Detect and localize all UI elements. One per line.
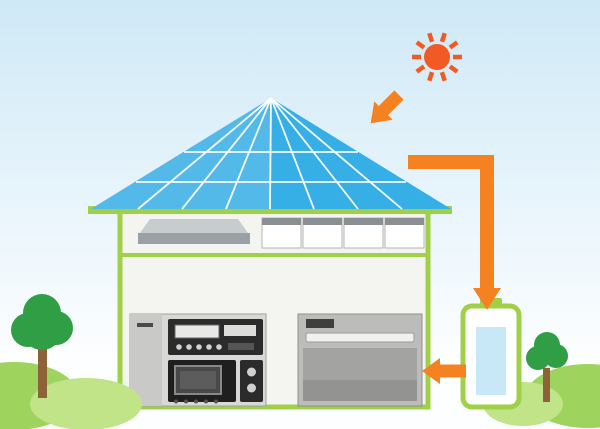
control-display-small: [224, 325, 256, 336]
arrow-battery-to-appliances: [422, 358, 466, 384]
cabinet-panel-top: [262, 218, 301, 225]
cabinet-panel-top: [385, 218, 424, 225]
tree-canopy: [534, 332, 560, 358]
range-hood-top: [140, 219, 248, 233]
dishwasher-front-lower: [303, 380, 417, 401]
cabinet-panel-top: [303, 218, 342, 225]
arrow-sun-to-roof-shape: [370, 90, 404, 124]
oven-side-handle: [137, 323, 153, 327]
control-knob: [206, 344, 212, 350]
control-knob: [186, 344, 192, 350]
oven-button: [184, 399, 188, 404]
arrow-sun-to-roof: [370, 90, 404, 124]
left-tree: [11, 294, 73, 398]
sun-rays: [412, 32, 462, 82]
tree-canopy: [22, 310, 62, 350]
dishwasher-control: [306, 319, 334, 328]
oven-button: [204, 399, 208, 404]
control-knob: [196, 344, 202, 350]
dishwasher-handle: [305, 332, 415, 343]
oven-button: [214, 399, 218, 404]
control-knob: [216, 344, 222, 350]
control-knob: [176, 344, 182, 350]
arrow-roof-to-battery-line: [408, 155, 494, 290]
oven-dial: [247, 383, 256, 393]
oven-dial: [247, 367, 256, 377]
oven-button: [194, 399, 198, 404]
solar-grid-lines: [136, 97, 406, 210]
range-hood-band: [138, 233, 250, 244]
house: [117, 208, 431, 410]
oven-button: [174, 399, 178, 404]
solar-panel-roof: [88, 97, 452, 214]
sun-core: [424, 44, 450, 70]
arrow-battery-to-appliances-shape: [422, 358, 466, 384]
right-tree: [526, 332, 568, 402]
range-hood: [138, 219, 250, 244]
control-display: [174, 324, 220, 339]
roof-eave: [88, 206, 452, 214]
energy-flow-arrows: [370, 90, 501, 384]
tree-trunk: [38, 342, 47, 398]
wall-cabinets: [261, 217, 425, 249]
arrow-roof-to-battery-head: [473, 288, 501, 310]
cabinet-panel-top: [344, 218, 383, 225]
tree-trunk: [543, 368, 550, 402]
oven-side-panel: [130, 314, 162, 406]
storage-battery: [460, 298, 522, 410]
arrow-roof-to-battery: [408, 155, 501, 310]
oven-knob-panel: [240, 360, 263, 402]
dishwasher: [297, 313, 423, 407]
floor-divider: [120, 253, 428, 257]
microwave-window-inner: [180, 371, 216, 389]
oven-range-unit: [129, 313, 267, 407]
sun-icon: [412, 32, 462, 82]
microwave-oven: [168, 360, 236, 402]
battery-charge-level: [476, 327, 506, 395]
control-button-bar: [228, 343, 254, 350]
bush: [30, 378, 142, 429]
